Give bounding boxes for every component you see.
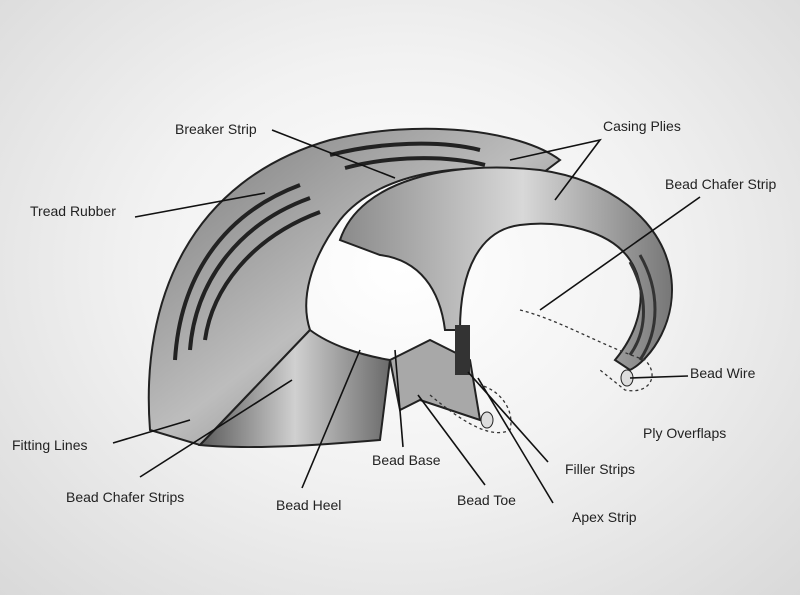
label-breaker-strip: Breaker Strip	[175, 121, 257, 137]
label-bead-toe: Bead Toe	[457, 492, 516, 508]
tread-body	[147, 127, 562, 447]
label-apex-strip: Apex Strip	[572, 509, 637, 525]
label-fitting-lines: Fitting Lines	[12, 437, 88, 453]
tread-grooves	[173, 141, 486, 361]
label-tread-rubber: Tread Rubber	[30, 203, 116, 219]
label-casing-plies: Casing Plies	[603, 118, 681, 134]
bead-wire-left	[480, 411, 494, 429]
casing-arch	[338, 166, 673, 372]
label-bead-base: Bead Base	[372, 452, 441, 468]
ply-overflap-dashed	[519, 309, 653, 392]
leader-lines	[112, 129, 701, 504]
inner-sidewall	[197, 328, 392, 449]
label-bead-chafer-strip: Bead Chafer Strip	[665, 176, 777, 192]
label-filler-strips: Filler Strips	[565, 461, 636, 477]
label-bead-chafer-strips: Bead Chafer Strips	[66, 489, 185, 505]
label-bead-heel: Bead Heel	[276, 497, 342, 513]
sidewall-stripes	[628, 254, 657, 361]
label-ply-overflaps: Ply Overflaps	[643, 425, 727, 441]
label-bead-wire: Bead Wire	[690, 365, 756, 381]
filler-strip	[455, 325, 470, 375]
